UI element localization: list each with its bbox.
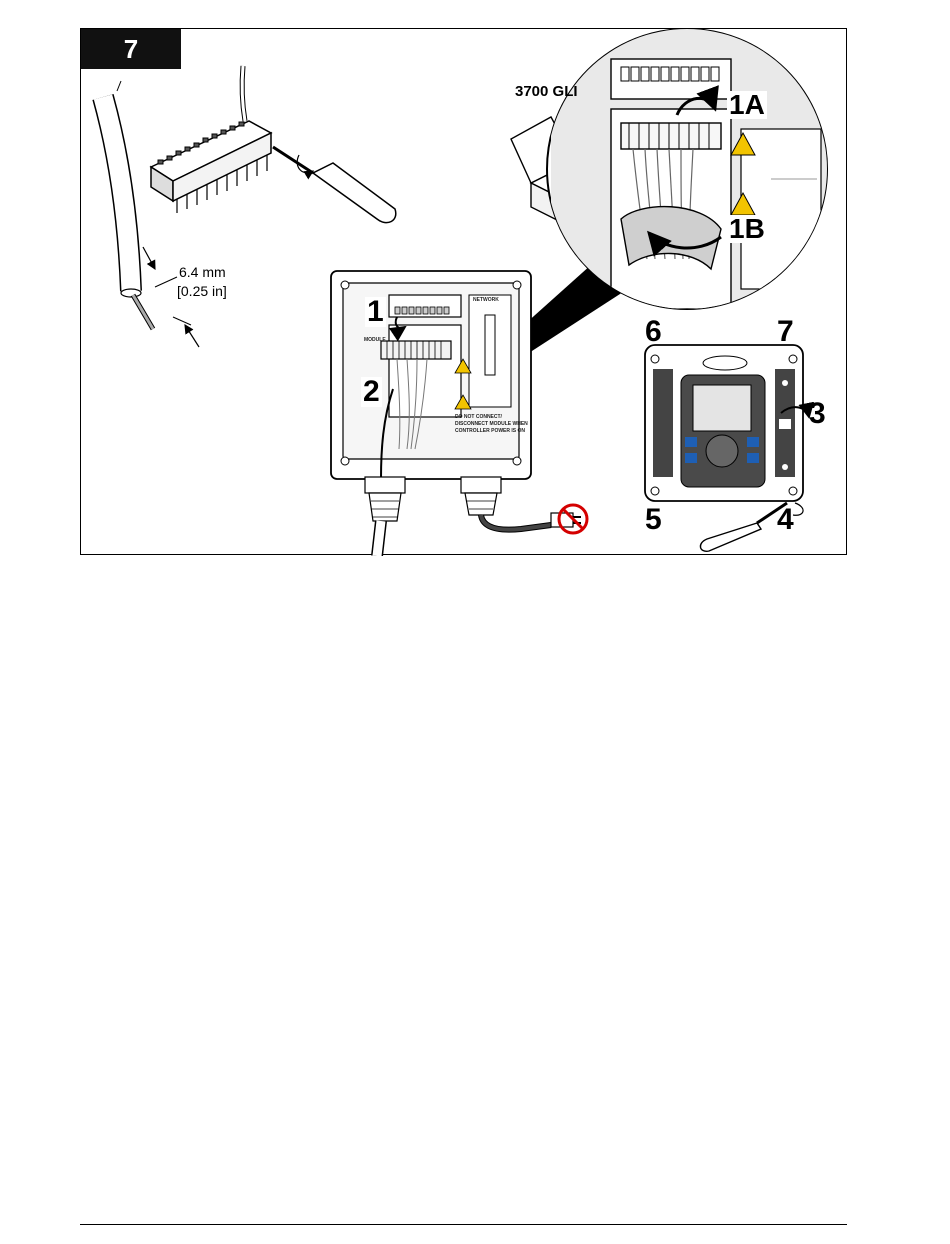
callout-1: 1: [365, 297, 386, 327]
installation-figure: 7 6.4 mm [0.25 in] 3700 GLI 1A 1B 1 2 NE…: [80, 28, 847, 555]
no-power-plug-icon: [551, 505, 587, 533]
screwdriver-icon: [273, 147, 396, 223]
warning-text-line2: DISCONNECT MODULE WHEN: [455, 422, 528, 427]
callout-1b: 1B: [727, 215, 767, 243]
enclosure: [331, 271, 551, 556]
callout-4: 4: [777, 505, 794, 535]
footer-rule: [80, 1224, 847, 1225]
cable-icon: [103, 81, 153, 329]
callout-2: 2: [361, 377, 382, 407]
step-number-badge: 7: [81, 29, 181, 69]
warning-text-line1: DO NOT CONNECT/: [455, 415, 502, 420]
strip-length-imperial: [0.25 in]: [177, 284, 227, 298]
callout-1a: 1A: [727, 91, 767, 119]
strip-length-metric: 6.4 mm: [179, 265, 226, 279]
network-label: NETWORK: [473, 298, 499, 303]
module-label: MODULE: [364, 338, 386, 343]
callout-3: 3: [809, 399, 826, 429]
callout-7: 7: [777, 317, 794, 347]
detail-inset: [547, 29, 831, 309]
callout-5: 5: [645, 505, 662, 535]
terminal-block-icon: [151, 66, 271, 213]
product-label: 3700 GLI: [515, 84, 578, 99]
callout-6: 6: [645, 317, 662, 347]
warning-text-line3: CONTROLLER POWER IS ON: [455, 429, 525, 434]
